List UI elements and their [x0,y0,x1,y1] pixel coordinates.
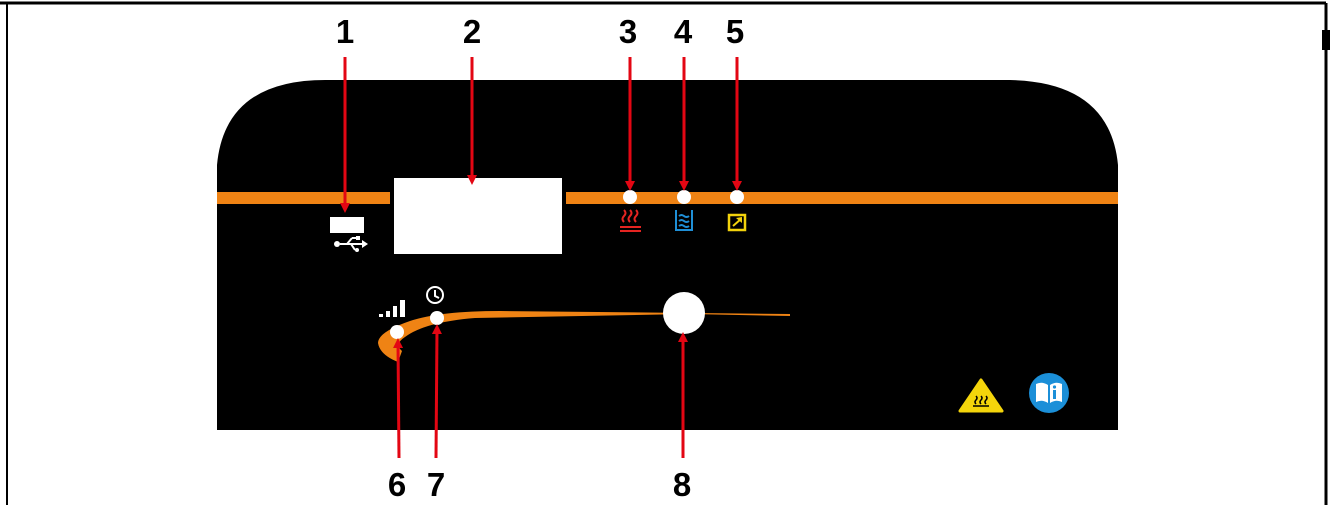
level-indicator [390,325,404,339]
callout-2: 2 [463,13,481,50]
callout-5: 5 [726,13,744,50]
display-window [394,178,562,254]
callout-arrows [340,57,742,459]
callout-8: 8 [673,466,691,503]
heating-icon [620,209,641,232]
usb-icon [334,236,368,252]
read-manual-icon [1029,373,1069,413]
callout-arrow-7 [431,324,442,459]
control-knob[interactable] [663,292,705,334]
hot-surface-warning-icon [958,378,1004,413]
signal-strength-icon [379,300,405,317]
fault-indicator [730,190,744,204]
control-panel-body [217,79,1118,431]
usb-port[interactable] [330,217,364,233]
timer-indicator [430,311,444,325]
water-bath-icon [675,210,693,231]
callout-3: 3 [619,13,637,50]
callout-7: 7 [427,466,445,503]
callout-arrow-6 [393,338,404,459]
callout-labels: 1 2 3 4 5 6 7 8 [336,13,744,503]
water-bath-indicator [677,190,691,204]
fault-icon [727,213,747,232]
accent-stripe [217,192,1118,204]
callout-4: 4 [674,13,693,50]
callout-1: 1 [336,13,354,50]
clock-icon [426,286,444,304]
heating-indicator [623,190,637,204]
callout-6: 6 [388,466,406,503]
